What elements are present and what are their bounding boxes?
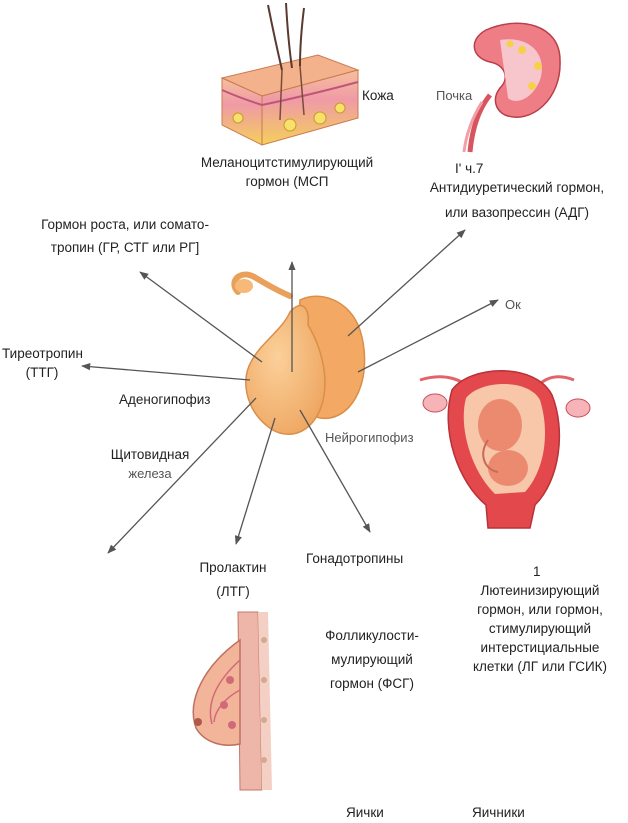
arrow-prolactin xyxy=(236,418,275,544)
label-fsh: Фолликулости- мулирующий гормон (ФСГ) xyxy=(312,626,432,693)
label-adenohypophysis: Аденогипофиз xyxy=(119,390,210,409)
label-kidney: Почка xyxy=(436,86,472,105)
label-skin: Кожа xyxy=(362,86,394,105)
skin-illustration xyxy=(222,3,358,145)
label-testes: Яички xyxy=(346,803,384,822)
label-adh: Антидиуретический гормон, или вазопресси… xyxy=(408,178,626,222)
label-tsh: Тиреотропин (ТТГ) xyxy=(2,344,82,382)
breast-illustration xyxy=(193,612,272,790)
label-msh: Меланоцитстимулирующий гормон (МСП xyxy=(168,153,406,191)
label-ok: Ок xyxy=(505,295,521,314)
label-growth-hormone: Гормон роста, или сомато- тропин (ГР, СТ… xyxy=(10,215,240,257)
arrow-tsh xyxy=(82,366,250,380)
kidney-illustration xyxy=(464,23,560,152)
label-prolactin: Пролактин (ЛТГ) xyxy=(188,558,278,601)
uterus-illustration xyxy=(420,371,590,528)
label-ovaries: Яичники xyxy=(472,803,525,822)
arrow-to-uterus xyxy=(358,300,498,372)
label-thyroid: Щитовидная железа xyxy=(100,445,200,483)
label-gonadotropins: Гонадотропины xyxy=(306,549,403,568)
label-kidney-fragment: I' ч.7 xyxy=(455,159,483,178)
label-lh: Лютеинизирующий гормон, или гормон, стим… xyxy=(455,581,625,676)
label-neurohypophysis: Нейрогипофиз xyxy=(325,428,414,447)
label-lh-number: 1 xyxy=(533,562,541,581)
arrow-to-kidney xyxy=(348,230,465,336)
